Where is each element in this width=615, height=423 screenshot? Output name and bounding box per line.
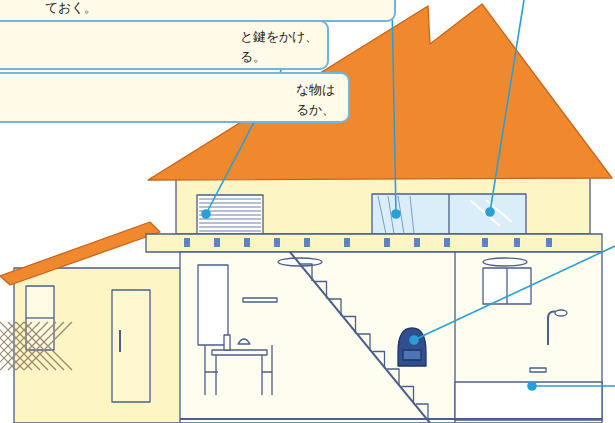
stairs [290,252,430,423]
annex-roof [0,222,160,285]
callout-box: と鍵をかけ、 る。 [0,20,329,70]
callout-box: な物は るか、 [0,72,350,123]
bath-window [483,268,531,304]
balcony [146,234,602,252]
backpack [398,328,426,366]
callout-text: と鍵をかけ、 る。 [240,27,321,66]
leader-lines [202,0,615,390]
interior-door [198,265,228,345]
callout-box: ておく。 [0,0,396,22]
lower-floor [180,252,602,423]
callout-text: な物は るか、 [296,80,339,119]
upper-wall [176,176,590,234]
bathtub [455,382,602,420]
table [212,350,267,355]
front-door [112,290,150,402]
annex-wall [14,268,184,423]
lattice [0,322,72,370]
callout-text: ておく。 [45,0,101,18]
shutter [197,195,263,234]
